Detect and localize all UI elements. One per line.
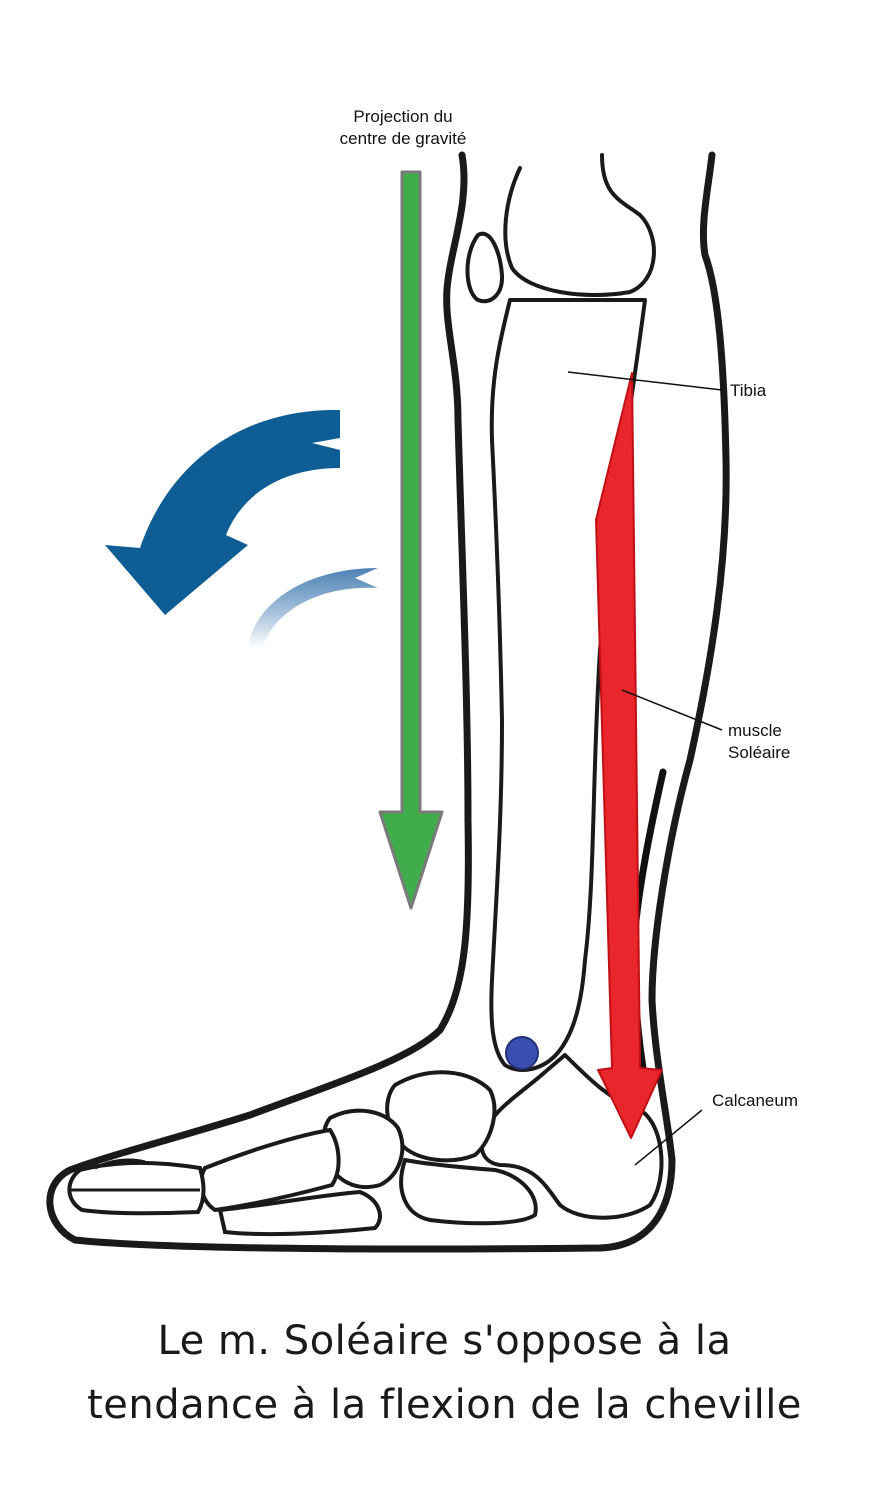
caption-line1: Le m. Soléaire s'oppose à la (0, 1318, 889, 1364)
caption-line2: tendance à la flexion de la cheville (0, 1382, 889, 1428)
ankle-joint-dot-icon (506, 1037, 538, 1069)
calcaneum-label: Calcaneum (712, 1090, 798, 1112)
patella-bone (467, 234, 502, 302)
tibia-label: Tibia (730, 380, 766, 402)
gravity-label: Projection du centre de gravité (318, 106, 488, 150)
faded-arrow-echo (248, 568, 378, 648)
gravity-label-line2: centre de gravité (318, 128, 488, 150)
phalanx-bones (69, 1163, 203, 1213)
muscle-label: muscle Soléaire (728, 720, 790, 764)
femur-condyle (505, 155, 654, 295)
muscle-label-line1: muscle (728, 720, 790, 742)
cuboid-bone (401, 1160, 536, 1223)
muscle-label-line2: Soléaire (728, 742, 790, 764)
gravity-arrow (380, 172, 442, 908)
gravity-label-line1: Projection du (318, 106, 488, 128)
